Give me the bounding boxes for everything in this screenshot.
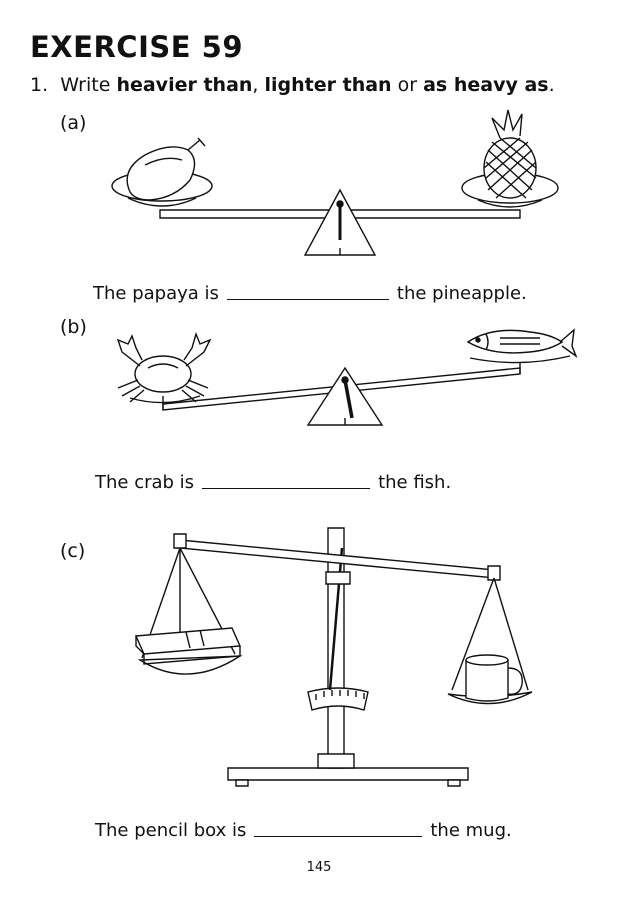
question-a-sentence: The papaya is the pineapple.	[93, 283, 527, 304]
question-b-sentence: The crab is the fish.	[95, 472, 451, 493]
question-a-before: The papaya is	[93, 283, 219, 304]
option-heavier-than: heavier than	[116, 74, 253, 96]
page-number: 145	[306, 860, 332, 875]
mug-icon	[466, 655, 522, 701]
question-b-label: (b)	[60, 316, 87, 338]
crab-icon	[118, 334, 210, 402]
option-lighter-than: lighter than	[264, 74, 392, 96]
instruction-sep2: or	[397, 74, 418, 96]
answer-blank-b[interactable]	[202, 487, 371, 489]
question-c-label: (c)	[60, 540, 86, 562]
question-c-before: The pencil box is	[95, 820, 247, 841]
instruction-number: 1.	[30, 74, 49, 96]
instruction-prefix: Write	[60, 74, 111, 96]
answer-blank-a[interactable]	[226, 298, 389, 300]
question-b-after: the fish.	[378, 472, 452, 493]
question-c-sentence: The pencil box is the mug.	[95, 820, 512, 841]
question-a-label: (a)	[60, 112, 87, 134]
answer-blank-c[interactable]	[254, 835, 423, 837]
question-c-after: the mug.	[430, 820, 512, 841]
question-b-before: The crab is	[95, 472, 195, 493]
instruction-sep1: ,	[252, 74, 259, 96]
pencil-box-icon	[136, 628, 240, 664]
question-a-after: the pineapple.	[396, 283, 527, 304]
papaya-icon	[127, 138, 205, 200]
fish-icon	[468, 330, 576, 356]
instruction-end: .	[548, 74, 555, 96]
instruction: 1. Write heavier than, lighter than or a…	[30, 74, 555, 96]
exercise-title: EXERCISE 59	[30, 30, 244, 64]
pineapple-icon	[484, 110, 536, 198]
option-as-heavy-as: as heavy as	[423, 74, 549, 96]
